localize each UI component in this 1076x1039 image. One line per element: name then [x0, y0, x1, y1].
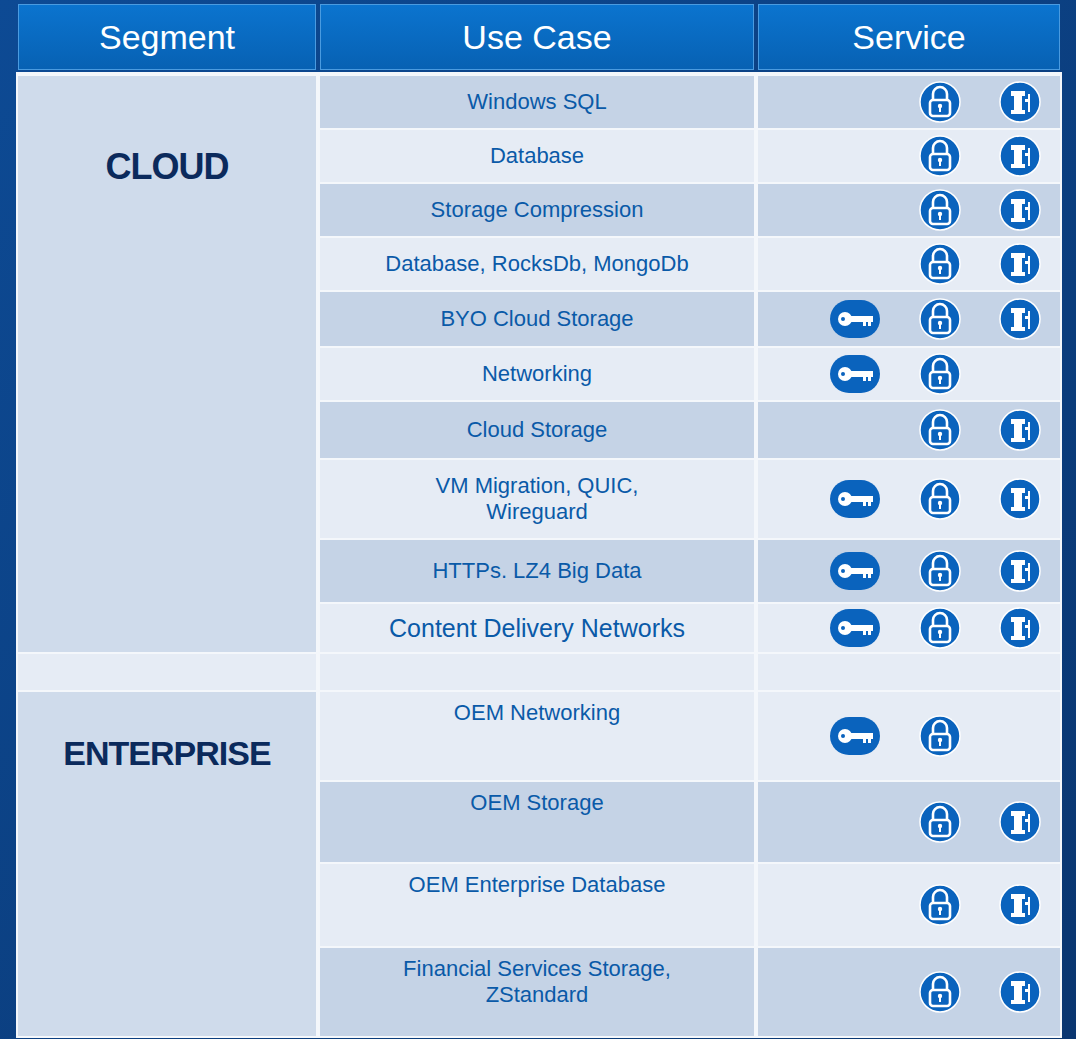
blank-cell — [758, 654, 1060, 690]
lock-icon — [920, 972, 960, 1012]
compress-icon — [1000, 479, 1040, 519]
blank-cell — [320, 654, 754, 690]
cell-text-box: OEM Storage — [320, 782, 754, 862]
service-cell — [758, 692, 1060, 780]
lock-icon — [920, 82, 960, 122]
key-icon — [830, 609, 880, 647]
lock-icon — [920, 716, 960, 756]
use-case-text: Windows SQL — [467, 89, 606, 115]
header-text: Use Case — [462, 17, 611, 58]
cell-text-box: CLOUD — [18, 134, 316, 200]
lock-icon — [920, 354, 960, 394]
cell-text-box: Cloud Storage — [320, 402, 754, 458]
compress-icon — [1000, 608, 1040, 648]
compress-icon — [1000, 551, 1040, 591]
service-cell — [758, 348, 1060, 400]
cell-text-box: Segment — [18, 4, 316, 70]
cell-text-box: OEM Networking — [320, 692, 754, 780]
use-case-text: HTTPs. LZ4 Big Data — [432, 558, 641, 584]
lock-icon — [920, 410, 960, 450]
lock-icon — [920, 551, 960, 591]
cell-text-box: OEM Enterprise Database — [320, 864, 754, 946]
lock-icon — [920, 608, 960, 648]
cell-text-box: Financial Services Storage, ZStandard — [320, 948, 754, 1036]
lock-icon — [920, 479, 960, 519]
use-case-text: OEM Networking — [454, 700, 620, 726]
compress-icon — [1000, 190, 1040, 230]
use-case-text: BYO Cloud Storage — [440, 306, 633, 332]
cell-text-box: Database, RocksDb, MongoDb — [320, 238, 754, 290]
use-case-text: VM Migration, QUIC, Wireguard — [387, 473, 687, 526]
use-case-text: OEM Enterprise Database — [409, 872, 666, 898]
use-case-text: Cloud Storage — [467, 417, 608, 443]
key-icon — [830, 717, 880, 755]
lock-icon — [920, 244, 960, 284]
lock-icon — [920, 802, 960, 842]
lock-icon — [920, 136, 960, 176]
cell-text-box: Database — [320, 130, 754, 182]
cell-text-box: HTTPs. LZ4 Big Data — [320, 540, 754, 602]
header-text: Service — [852, 17, 965, 58]
cell-text-box: Windows SQL — [320, 76, 754, 128]
use-case-text: Database — [490, 143, 584, 169]
lock-icon — [920, 885, 960, 925]
compress-icon — [1000, 410, 1040, 450]
cell-text-box: Use Case — [320, 4, 754, 70]
compress-icon — [1000, 244, 1040, 284]
use-case-text: OEM Storage — [470, 790, 603, 816]
use-case-text: Content Delivery Networks — [389, 613, 685, 643]
use-case-text: Financial Services Storage, ZStandard — [377, 956, 697, 1009]
cell-text-box: Content Delivery Networks — [320, 604, 754, 652]
use-case-text: Database, RocksDb, MongoDb — [385, 251, 688, 277]
compress-icon — [1000, 82, 1040, 122]
lock-icon — [920, 190, 960, 230]
lock-icon — [920, 299, 960, 339]
cell-text-box: ENTERPRISE — [18, 722, 316, 784]
use-case-text: Networking — [482, 361, 592, 387]
header-text: Segment — [99, 17, 235, 58]
cell-text-box: VM Migration, QUIC, Wireguard — [320, 460, 754, 538]
segment-name: ENTERPRISE — [63, 733, 270, 774]
segment-name: CLOUD — [106, 145, 229, 188]
compress-icon — [1000, 885, 1040, 925]
key-icon — [830, 552, 880, 590]
compress-icon — [1000, 299, 1040, 339]
cell-text-box: Networking — [320, 348, 754, 400]
blank-cell — [18, 654, 316, 690]
key-icon — [830, 355, 880, 393]
compress-icon — [1000, 802, 1040, 842]
compress-icon — [1000, 972, 1040, 1012]
compress-icon — [1000, 136, 1040, 176]
key-icon — [830, 300, 880, 338]
cell-text-box: BYO Cloud Storage — [320, 292, 754, 346]
use-case-text: Storage Compression — [431, 197, 644, 223]
cell-text-box: Storage Compression — [320, 184, 754, 236]
key-icon — [830, 480, 880, 518]
cell-text-box: Service — [758, 4, 1060, 70]
